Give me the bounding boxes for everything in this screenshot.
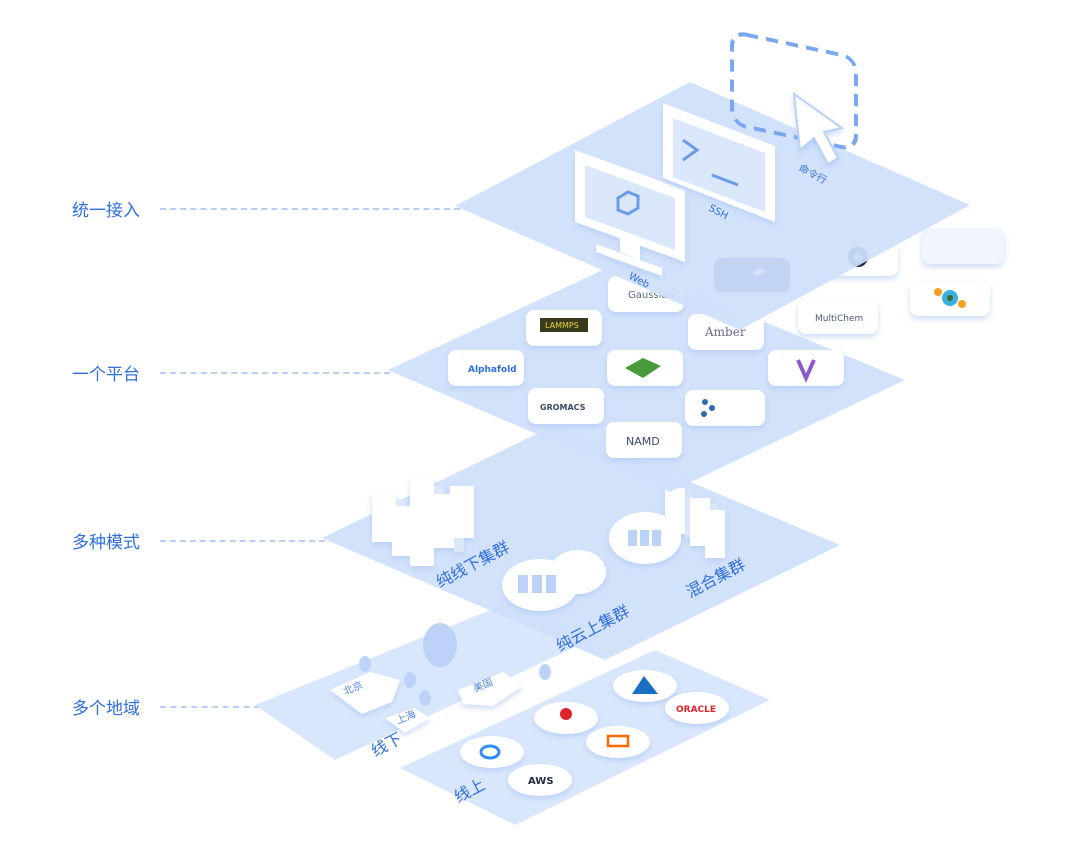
dash-line-platform — [160, 372, 390, 374]
layer-label-modes: 多种模式 — [72, 533, 140, 553]
provider-cloud-huawei — [534, 702, 598, 734]
web-monitor-icon — [575, 150, 685, 276]
svg-text:GROMACS: GROMACS — [540, 403, 586, 412]
provider-cloud-tencent — [460, 736, 524, 768]
svg-text:Gaussian: Gaussian — [628, 290, 674, 301]
map-pin-icon — [330, 623, 551, 733]
provider-cloud-oracle: ORACLE — [665, 692, 729, 724]
layer-label-regions: 多个地域 — [72, 699, 140, 719]
aws-logo: AWS — [528, 776, 554, 787]
provider-cloud-aws: AWS — [508, 764, 572, 796]
provider-cloud-azure — [613, 670, 677, 702]
app-tile-lammps: LAMMPS — [526, 310, 602, 346]
svg-text:Amber: Amber — [704, 325, 746, 339]
dash-line-modes — [160, 540, 325, 542]
svg-text:LAMMPS: LAMMPS — [545, 321, 579, 330]
modes-plate — [322, 425, 840, 660]
cursor-icon — [730, 32, 858, 166]
hybrid-cluster-icon — [609, 488, 725, 564]
app-tile-vasp — [607, 350, 683, 386]
regions-layer: 北京 上海 美国 线下 AWS ORACLE 线上 — [255, 600, 770, 825]
offline-region-plate — [255, 600, 590, 760]
app-tile-alphafold: Alphafold — [448, 350, 524, 386]
svg-text:Alphafold: Alphafold — [468, 365, 517, 375]
app-tile-v — [768, 350, 844, 386]
svg-text:NAMD: NAMD — [626, 435, 660, 448]
layer-label-access: 统一接入 — [72, 201, 140, 221]
layer-label-platform: 一个平台 — [72, 365, 140, 385]
access-plate — [455, 82, 970, 330]
dash-line-access — [160, 208, 460, 210]
app-tile-qe — [685, 390, 765, 426]
access-layer: Web SSH 命令行 — [455, 32, 970, 330]
online-region-plate — [400, 650, 770, 825]
dash-line-regions — [160, 706, 260, 708]
provider-cloud-aliyun — [586, 726, 650, 758]
oracle-logo: ORACLE — [676, 705, 716, 715]
cloud-cluster-icon — [502, 550, 606, 611]
server-rack-icon — [372, 478, 474, 566]
ssh-terminal-icon — [663, 103, 775, 222]
app-tile-multichem: MultiChem — [798, 300, 878, 334]
app-tile-gromacs: GROMACS — [528, 388, 604, 424]
svg-text:MultiChem: MultiChem — [815, 314, 863, 324]
app-tile-namd: NAMD — [606, 422, 682, 458]
app-tile-molecule — [910, 282, 990, 316]
modes-layer: 纯线下集群 纯云上集群 混合集群 — [322, 425, 840, 660]
app-tile-blank — [922, 228, 1004, 264]
